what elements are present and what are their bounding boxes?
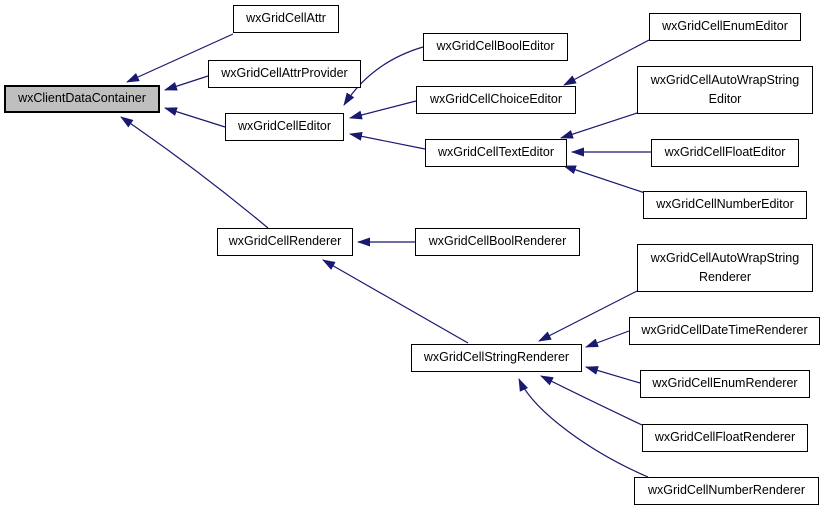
edge-wxGridCellChoiceEditor-to-wxGridCellEditor	[349, 100, 417, 120]
edge-wxGridCellNumberEditor-to-wxGridCellTextEditor	[563, 165, 646, 194]
node-wxGridCellNumberRenderer[interactable]: wxGridCellNumberRenderer	[634, 477, 819, 505]
node-wxGridCellBoolRenderer[interactable]: wxGridCellBoolRenderer	[415, 228, 580, 256]
node-wxGridCellEnumEditor[interactable]: wxGridCellEnumEditor	[649, 13, 801, 41]
node-wxGridCellAttrProvider[interactable]: wxGridCellAttrProvider	[208, 60, 361, 88]
edge-wxGridCellNumberRenderer-to-wxGridCellStringRenderer	[518, 378, 649, 478]
node-wxGridCellChoiceEditor[interactable]: wxGridCellChoiceEditor	[416, 86, 576, 114]
node-wxGridCellNumberEditor[interactable]: wxGridCellNumberEditor	[643, 191, 807, 219]
edge-wxGridCellAutoWrapStringEditor-to-wxGridCellTextEditor	[560, 112, 638, 139]
edge-wxGridCellEditor-to-wxClientDataContainer	[164, 107, 226, 128]
node-wxGridCellAttr[interactable]: wxGridCellAttr	[233, 5, 339, 33]
node-wxGridCellFloatEditor[interactable]: wxGridCellFloatEditor	[651, 139, 799, 167]
edge-wxGridCellStringRenderer-to-wxGridCellRenderer	[322, 259, 469, 344]
node-wxGridCellEnumRenderer[interactable]: wxGridCellEnumRenderer	[640, 370, 810, 398]
node-wxGridCellRenderer[interactable]: wxGridCellRenderer	[217, 228, 353, 256]
edge-wxGridCellFloatRenderer-to-wxGridCellStringRenderer	[540, 375, 643, 426]
node-wxGridCellBoolEditor[interactable]: wxGridCellBoolEditor	[423, 33, 568, 61]
node-wxGridCellDateTimeRenderer[interactable]: wxGridCellDateTimeRenderer	[629, 317, 820, 345]
edge-wxGridCellAutoWrapStringRenderer-to-wxGridCellStringRenderer	[538, 290, 638, 342]
node-wxClientDataContainer: wxClientDataContainer	[4, 85, 160, 113]
edge-wxGridCellAttrProvider-to-wxClientDataContainer	[164, 75, 209, 91]
node-wxGridCellStringRenderer[interactable]: wxGridCellStringRenderer	[411, 344, 582, 372]
node-wxGridCellFloatRenderer[interactable]: wxGridCellFloatRenderer	[642, 424, 808, 452]
node-wxGridCellTextEditor[interactable]: wxGridCellTextEditor	[425, 139, 567, 167]
edge-wxGridCellTextEditor-to-wxGridCellEditor	[349, 131, 426, 150]
node-wxGridCellEditor[interactable]: wxGridCellEditor	[225, 113, 344, 141]
node-wxGridCellAutoWrapStringRenderer[interactable]: wxGridCellAutoWrapString Renderer	[637, 244, 813, 292]
node-wxGridCellAutoWrapStringEditor[interactable]: wxGridCellAutoWrapString Editor	[637, 66, 813, 114]
edge-wxGridCellEnumRenderer-to-wxGridCellStringRenderer	[585, 366, 641, 384]
edge-wxGridCellDateTimeRenderer-to-wxGridCellStringRenderer	[585, 330, 630, 348]
